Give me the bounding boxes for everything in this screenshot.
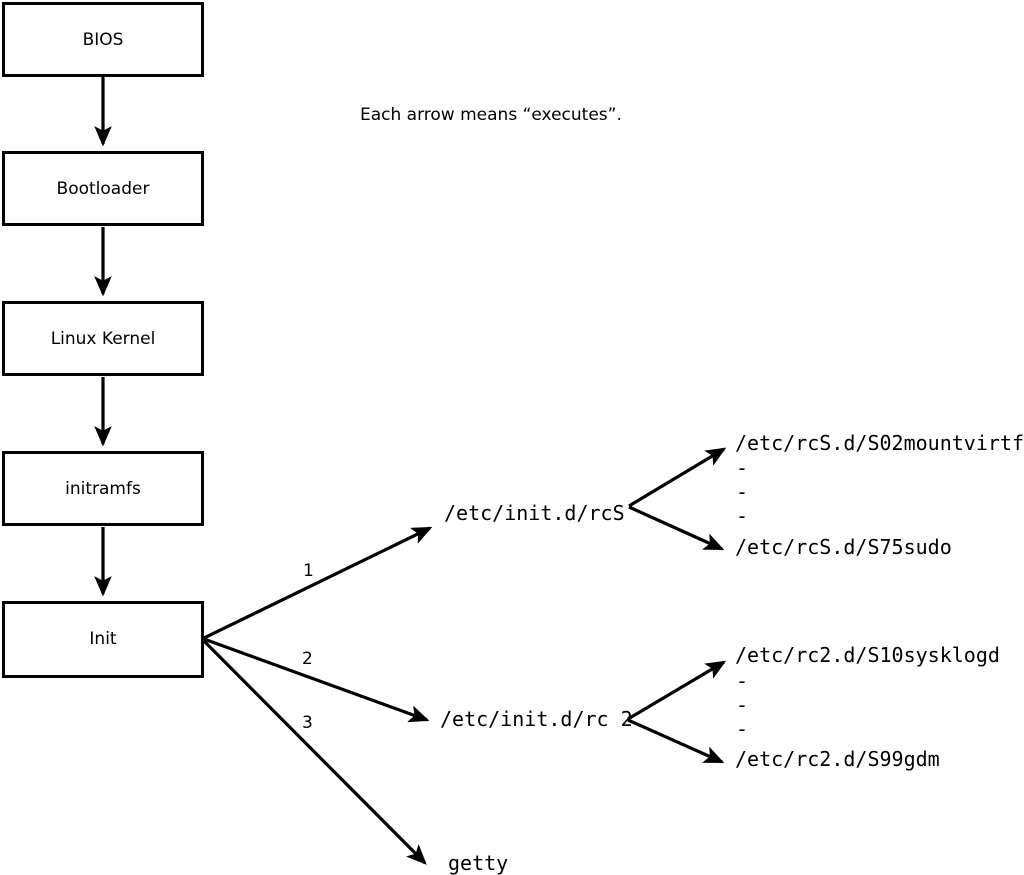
label-rc2-script: /etc/init.d/rc 2 — [440, 707, 633, 731]
rc2-ellipsis-dash-3: - — [736, 717, 748, 741]
node-initramfs-label: initramfs — [65, 479, 141, 499]
arrow-rc2-to-first — [627, 660, 727, 721]
label-rcs-first-script: /etc/rcS.d/S02mountvirtfs — [735, 431, 1024, 455]
node-bootloader-rect — [2, 151, 204, 226]
node-linux-kernel-label: Linux Kernel — [51, 329, 156, 349]
rc2-fanout-arrows — [627, 660, 727, 764]
rc2-ellipsis-dash-2: - — [736, 693, 748, 717]
label-rcs-script: /etc/init.d/rcS — [444, 501, 625, 525]
rcs-ellipsis-dash-2: - — [736, 480, 748, 504]
node-init[interactable]: Init — [2, 601, 204, 678]
node-bios[interactable]: BIOS — [2, 2, 204, 77]
node-bootloader[interactable]: Bootloader — [2, 151, 204, 226]
edge-number-1: 1 — [303, 561, 314, 581]
caption-executes: Each arrow means “executes”. — [360, 105, 622, 125]
arrow-rcs-to-last — [628, 505, 725, 551]
rcs-ellipsis-dash-1: - — [736, 456, 748, 480]
label-rc2-first-script: /etc/rc2.d/S10sysklogd — [735, 643, 1000, 667]
rcs-fanout-arrows — [628, 447, 727, 551]
arrow-init-to-rcs — [203, 526, 433, 640]
node-initramfs[interactable]: initramfs — [2, 451, 204, 526]
arrow-init-to-getty — [202, 639, 427, 865]
edge-number-3: 3 — [302, 713, 313, 733]
rcs-ellipsis-dash-3: - — [736, 504, 748, 528]
node-init-rect — [2, 601, 204, 678]
node-init-label: Init — [89, 629, 117, 649]
arrow-rcs-to-first — [628, 447, 727, 508]
node-bios-rect — [2, 2, 204, 77]
label-getty: getty — [448, 851, 508, 875]
init-fanout-arrows — [202, 526, 433, 865]
edge-number-2: 2 — [302, 649, 313, 669]
node-bootloader-label: Bootloader — [57, 179, 150, 199]
node-bios-label: BIOS — [83, 30, 124, 50]
label-rc2-last-script: /etc/rc2.d/S99gdm — [735, 747, 940, 771]
node-linux-kernel[interactable]: Linux Kernel — [2, 301, 204, 376]
node-linux-kernel-rect — [2, 301, 204, 376]
arrow-rc2-to-last — [627, 718, 725, 764]
label-rcs-last-script: /etc/rcS.d/S75sudo — [735, 535, 952, 559]
arrow-init-to-rc2 — [203, 637, 430, 723]
rc2-ellipsis-dash-1: - — [736, 669, 748, 693]
node-initramfs-rect — [2, 451, 204, 526]
